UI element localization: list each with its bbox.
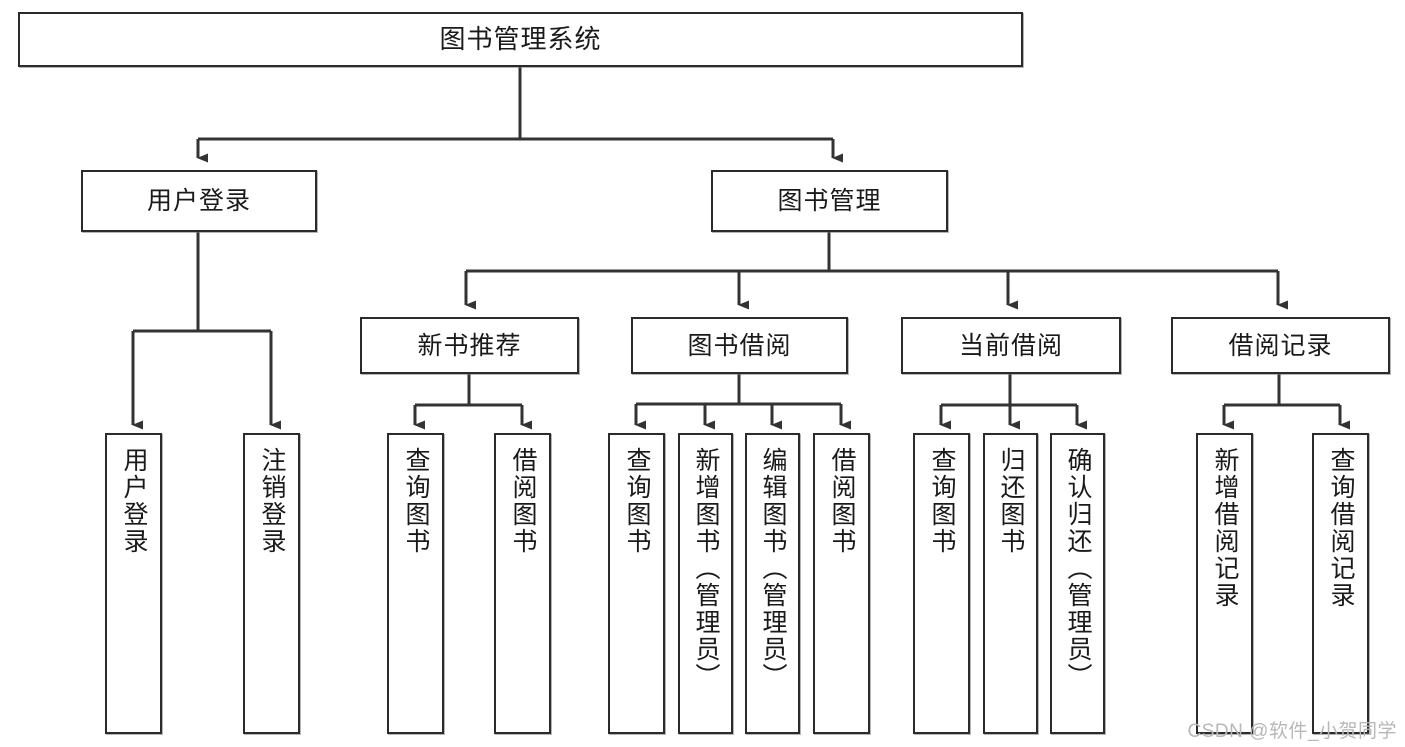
- leaf-return-book[interactable]: 归还图书: [983, 433, 1038, 734]
- leaf-label: 查询借阅记录: [1327, 447, 1355, 609]
- node-book-manage[interactable]: 图书管理: [711, 170, 948, 232]
- leaf-label: 新增借阅记录: [1211, 447, 1239, 609]
- node-label: 图书管理: [777, 187, 882, 215]
- node-root-book-management-system[interactable]: 图书管理系统: [18, 12, 1023, 67]
- node-label: 新书推荐: [417, 331, 522, 360]
- leaf-label: 借阅图书: [828, 447, 856, 555]
- node-label: 图书管理系统: [439, 23, 602, 54]
- leaf-label: 借阅图书: [509, 447, 537, 555]
- leaf-label: 查询图书: [623, 447, 651, 555]
- leaf-label: 注销登录: [258, 447, 286, 555]
- leaf-query-book-borrow[interactable]: 查询图书: [608, 433, 665, 734]
- leaf-confirm-return-admin[interactable]: 确认归还（管理员）: [1050, 433, 1105, 734]
- leaf-query-borrow-record[interactable]: 查询借阅记录: [1312, 433, 1369, 734]
- leaf-add-book-admin[interactable]: 新增图书（管理员）: [678, 433, 733, 734]
- node-label: 借阅记录: [1228, 331, 1333, 360]
- node-borrow-record[interactable]: 借阅记录: [1171, 317, 1390, 374]
- node-user-login[interactable]: 用户登录: [81, 170, 317, 232]
- node-book-borrow[interactable]: 图书借阅: [631, 317, 848, 374]
- leaf-borrow-book[interactable]: 借阅图书: [813, 433, 870, 734]
- leaf-query-book-recommend[interactable]: 查询图书: [387, 433, 444, 734]
- leaf-user-login[interactable]: 用户登录: [105, 433, 162, 734]
- leaf-add-borrow-record[interactable]: 新增借阅记录: [1196, 433, 1253, 734]
- leaf-logout[interactable]: 注销登录: [243, 433, 300, 734]
- node-label: 当前借阅: [958, 331, 1063, 360]
- leaf-label: 查询图书: [928, 447, 956, 555]
- leaf-label: 确认归还（管理员）: [1064, 447, 1092, 690]
- leaf-label: 用户登录: [120, 447, 148, 555]
- leaf-label: 查询图书: [402, 447, 430, 555]
- leaf-query-book-current[interactable]: 查询图书: [913, 433, 970, 734]
- leaf-label: 新增图书（管理员）: [692, 447, 720, 690]
- node-new-book-recommend[interactable]: 新书推荐: [360, 317, 579, 374]
- node-label: 用户登录: [146, 187, 251, 215]
- node-label: 图书借阅: [687, 331, 792, 360]
- leaf-label: 归还图书: [997, 447, 1025, 555]
- csdn-watermark: CSDN @软件_小贺同学: [1187, 721, 1397, 742]
- leaf-label: 编辑图书（管理员）: [759, 447, 787, 690]
- leaf-borrow-book-recommend[interactable]: 借阅图书: [494, 433, 551, 734]
- leaf-edit-book-admin[interactable]: 编辑图书（管理员）: [745, 433, 800, 734]
- node-current-borrow[interactable]: 当前借阅: [901, 317, 1121, 374]
